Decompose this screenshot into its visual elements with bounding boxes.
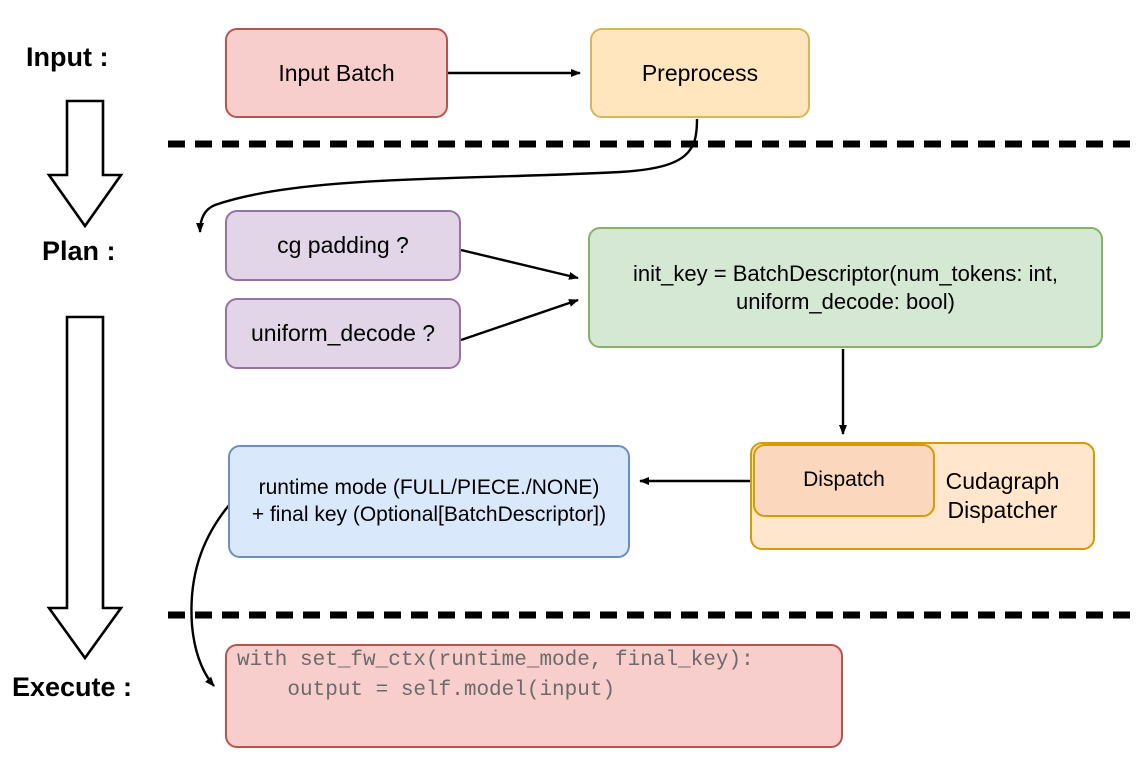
stage-label-plan: Plan : bbox=[42, 236, 116, 266]
stage-flow-arrow-2 bbox=[46, 315, 124, 661]
node-input-batch[interactable]: Input Batch bbox=[225, 28, 448, 118]
node-execute-code-line1: with set_fw_ctx(runtime_mode, final_key)… bbox=[237, 649, 754, 672]
node-runtime-mode[interactable]: runtime mode (FULL/PIECE./NONE) + final … bbox=[228, 445, 630, 558]
node-input-batch-label: Input Batch bbox=[278, 59, 395, 86]
node-init-key-label-line2: uniform_decode: bool) bbox=[736, 288, 955, 314]
edge-preprocess-to-cg-padding bbox=[196, 118, 699, 233]
node-dispatch-label: Dispatch bbox=[803, 468, 885, 492]
edge-cg-padding-to-init-key bbox=[460, 248, 579, 280]
node-execute-code[interactable]: with set_fw_ctx(runtime_mode, final_key)… bbox=[225, 644, 843, 748]
stage-flow-arrow-1 bbox=[46, 99, 124, 229]
node-preprocess[interactable]: Preprocess bbox=[590, 28, 810, 118]
node-cg-padding[interactable]: cg padding ? bbox=[225, 210, 461, 281]
stage-label-execute: Execute : bbox=[12, 672, 133, 702]
node-cudagraph-dispatcher-label-line2: Dispatcher bbox=[947, 497, 1058, 523]
node-cudagraph-dispatcher-label-line1: Cudagraph bbox=[945, 468, 1060, 495]
node-preprocess-label: Preprocess bbox=[641, 59, 759, 86]
node-uniform-decode-label: uniform_decode ? bbox=[250, 320, 436, 347]
node-runtime-mode-label-line2: + final key (Optional[BatchDescriptor]) bbox=[251, 502, 607, 526]
stage-label-input: Input : bbox=[26, 42, 109, 72]
edge-runtime-mode-to-execute-code bbox=[190, 496, 237, 687]
node-uniform-decode[interactable]: uniform_decode ? bbox=[225, 298, 461, 369]
node-dispatch[interactable]: Dispatch bbox=[753, 444, 935, 517]
node-execute-code-line2: output = self.model(input) bbox=[237, 679, 616, 703]
node-cg-padding-label: cg padding ? bbox=[277, 232, 409, 259]
node-runtime-mode-label-line1: runtime mode (FULL/PIECE./NONE) bbox=[258, 476, 600, 500]
edge-uniform-decode-to-init-key bbox=[460, 298, 579, 342]
node-init-key[interactable]: init_key = BatchDescriptor(num_tokens: i… bbox=[588, 227, 1103, 348]
node-init-key-label-line1: init_key = BatchDescriptor(num_tokens: i… bbox=[633, 261, 1058, 286]
